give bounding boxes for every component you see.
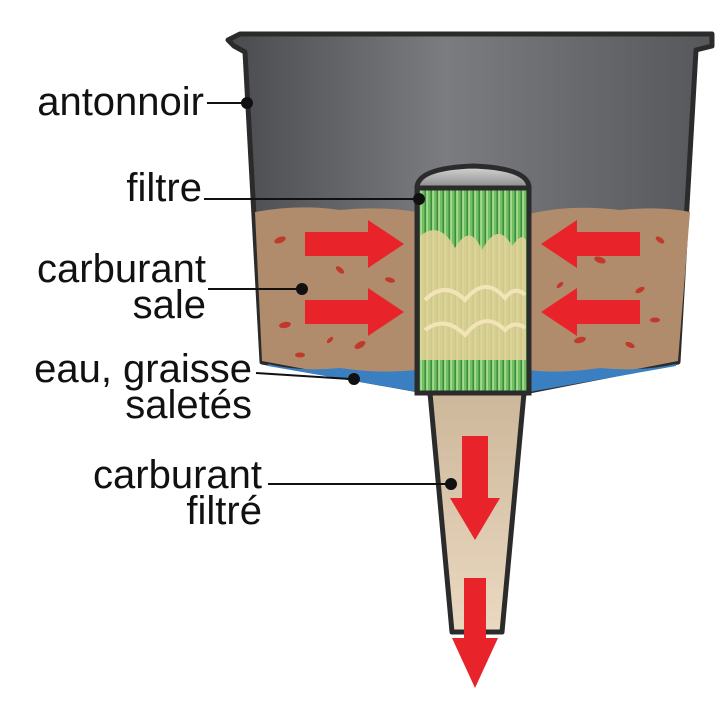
red-arrow-icon xyxy=(541,288,640,336)
red-arrow-icon xyxy=(452,578,498,688)
labels: antonnoir filtre carburant sale eau, gra… xyxy=(34,80,262,533)
label-dirty-fuel-line2: sale xyxy=(133,283,206,327)
label-filter: filtre xyxy=(126,166,202,210)
dot-marker xyxy=(296,283,308,295)
red-arrow-icon xyxy=(305,288,404,336)
dot-marker xyxy=(348,373,360,385)
label-filtered-fuel-line2: filtré xyxy=(186,489,262,533)
red-arrow-icon xyxy=(305,220,404,268)
red-arrow-icon xyxy=(541,220,640,268)
dot-marker xyxy=(445,478,457,490)
label-filtered-fuel-line1: carburant xyxy=(93,453,262,497)
leader-lines xyxy=(204,97,457,490)
dot-marker xyxy=(413,193,425,205)
red-arrow-icon xyxy=(450,436,500,540)
label-funnel: antonnoir xyxy=(37,80,204,124)
flow-arrows xyxy=(305,220,640,688)
label-residue-line2: saletés xyxy=(125,383,252,427)
fuel-specks xyxy=(274,236,665,358)
filter-element xyxy=(414,163,532,396)
label-residue-line1: eau, graisse xyxy=(34,347,252,391)
dot-marker xyxy=(241,97,253,109)
label-dirty-fuel-line1: carburant xyxy=(37,247,206,291)
